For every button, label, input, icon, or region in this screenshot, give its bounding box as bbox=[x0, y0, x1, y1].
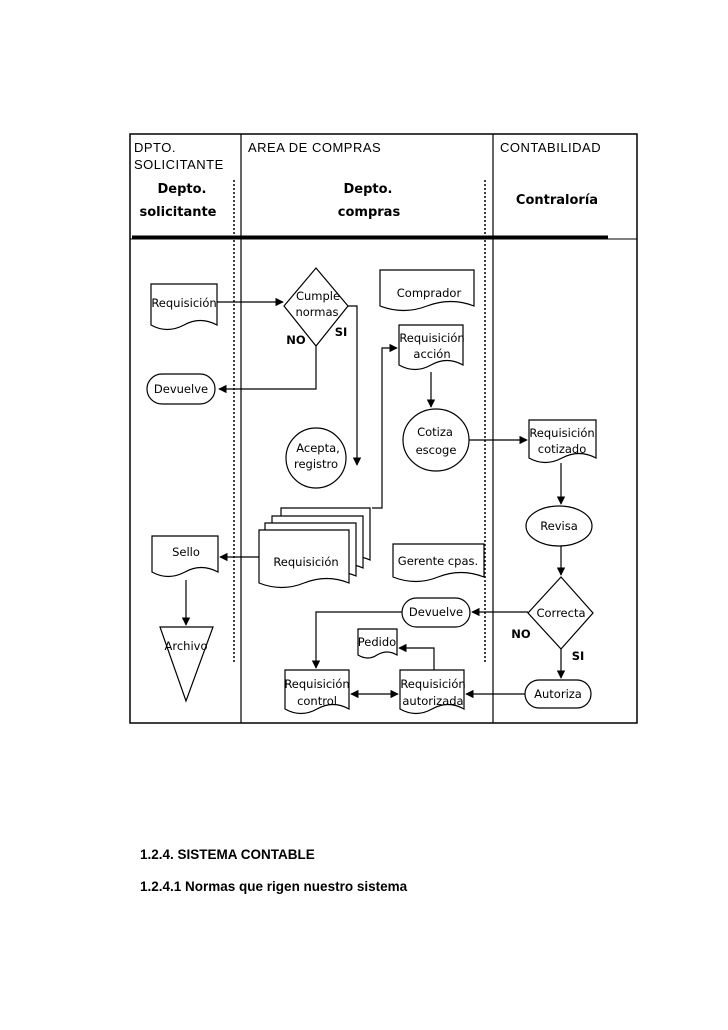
autoriza-label: Autoriza bbox=[534, 687, 582, 701]
requisicion-autorizada-document bbox=[399, 669, 465, 715]
comprador-document bbox=[379, 269, 475, 312]
cotiza-escoge-process bbox=[402, 408, 470, 472]
cumple-label-line2: normas bbox=[295, 305, 338, 319]
gerente-label: Gerente cpas. bbox=[398, 554, 478, 568]
req-accion-label-line1: Requisición bbox=[399, 331, 464, 345]
sello-document bbox=[151, 535, 219, 578]
gerente-document bbox=[392, 543, 485, 583]
correcta-label: Correcta bbox=[536, 606, 585, 620]
revisa-process bbox=[525, 505, 593, 547]
req-autorizada-label-line2: autorizada bbox=[402, 694, 463, 708]
lane-contraloria: Contraloría bbox=[516, 193, 598, 208]
requisicion-label: Requisición bbox=[151, 296, 216, 310]
requisicion-stack-label: Requisición bbox=[273, 555, 338, 569]
pedido-document bbox=[357, 628, 398, 659]
si-label-2: SI bbox=[572, 649, 585, 663]
revisa-label: Revisa bbox=[540, 519, 578, 533]
pedido-label: Pedido bbox=[358, 635, 396, 649]
connectors bbox=[181, 297, 566, 699]
devuelve-left-terminator bbox=[146, 373, 216, 405]
subsection-heading: 1.2.4.1 Normas que rigen nuestro sistema bbox=[140, 879, 408, 894]
no-label-1: NO bbox=[286, 333, 306, 347]
section-heading: 1.2.4. SISTEMA CONTABLE bbox=[140, 847, 315, 862]
lane-compras-line1: Depto. bbox=[344, 182, 393, 197]
acepta-label-line2: registro bbox=[294, 457, 338, 471]
requisicion-stack-document bbox=[258, 529, 350, 589]
lane-compras-line2: compras bbox=[338, 205, 401, 220]
req-autorizada-label-line1: Requisición bbox=[400, 677, 465, 691]
header-col1-line2: SOLICITANTE bbox=[134, 157, 224, 172]
archivo-label: Archivo bbox=[165, 639, 208, 653]
no-label-2: NO bbox=[511, 627, 531, 641]
req-accion-label-line2: acción bbox=[413, 347, 450, 361]
cotiza-label-line1: Cotiza bbox=[417, 425, 453, 439]
devuelve-mid-label: Devuelve bbox=[409, 605, 463, 619]
si-label-1: SI bbox=[335, 325, 348, 339]
requisicion-accion-document bbox=[398, 324, 464, 371]
requisicion-control-document bbox=[284, 669, 350, 715]
header-col1-line1: DPTO. bbox=[134, 140, 176, 155]
cumple-label-line1: Cumple bbox=[296, 289, 340, 303]
table-frame bbox=[129, 133, 638, 724]
devuelve-left-label: Devuelve bbox=[154, 382, 208, 396]
req-cotizado-label-line2: cotizado bbox=[538, 442, 586, 456]
header-col1: DPTO. SOLICITANTE bbox=[134, 139, 224, 173]
req-control-label-line1: Requisición bbox=[284, 677, 349, 691]
acepta-registro-process bbox=[285, 427, 347, 489]
req-control-label-line2: control bbox=[297, 694, 337, 708]
lane-solicitante-line1: Depto. bbox=[158, 182, 207, 197]
comprador-label: Comprador bbox=[397, 286, 462, 300]
header-col2: AREA DE COMPRAS bbox=[248, 140, 382, 155]
requisicion-document bbox=[150, 283, 218, 331]
sello-label: Sello bbox=[172, 545, 200, 559]
acepta-label-line1: Acepta, bbox=[296, 441, 340, 455]
lane-solicitante-line2: solicitante bbox=[139, 205, 216, 220]
req-cotizado-label-line1: Requisición bbox=[529, 426, 594, 440]
archivo-terminator bbox=[159, 626, 214, 703]
cotiza-label-line2: escoge bbox=[416, 443, 457, 457]
header-col3: CONTABILIDAD bbox=[500, 140, 602, 155]
requisicion-cotizado-document bbox=[528, 419, 597, 464]
